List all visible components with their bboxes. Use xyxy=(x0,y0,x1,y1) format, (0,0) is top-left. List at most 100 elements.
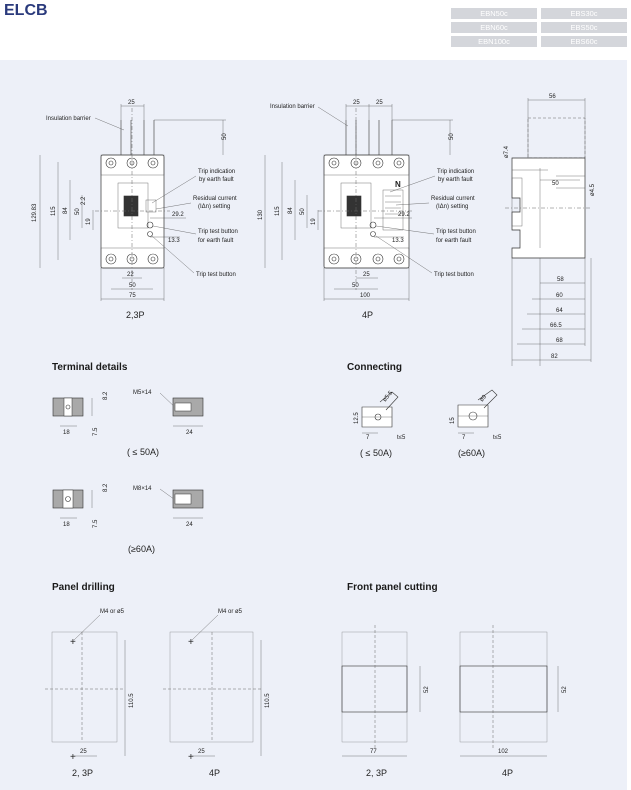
front-view-4p-dimensions: 25 25 50 130 115 84 50 19 29.2 13.3 25 5… xyxy=(258,100,455,301)
svg-text:102: 102 xyxy=(498,749,509,755)
svg-text:50: 50 xyxy=(352,283,359,289)
svg-text:29.2: 29.2 xyxy=(398,212,410,218)
svg-text:52: 52 xyxy=(424,686,430,693)
svg-text:ø9: ø9 xyxy=(479,394,489,404)
front-view-4p-callouts: Insulation barrier Trip indication by ea… xyxy=(270,104,476,278)
svg-text:75: 75 xyxy=(129,293,136,299)
svg-text:50: 50 xyxy=(75,208,81,215)
svg-text:by earth fault: by earth fault xyxy=(199,177,234,183)
svg-text:68: 68 xyxy=(556,338,563,344)
caption-4p: 4P xyxy=(362,310,373,320)
svg-text:M5×14: M5×14 xyxy=(133,390,152,396)
svg-text:Residual current: Residual current xyxy=(193,196,237,202)
svg-text:60: 60 xyxy=(556,293,563,299)
front-panel-cutting-4p: 52 102 4P xyxy=(459,625,568,778)
svg-text:ø7.4: ø7.4 xyxy=(504,145,510,158)
terminal-large: 8.2 18 7.5 M8×14 24 (≥60A) xyxy=(52,483,204,554)
svg-text:130: 130 xyxy=(258,209,264,220)
model-tag: EBS50c xyxy=(541,22,627,33)
model-tag: EBN100c xyxy=(451,36,537,47)
svg-text:25: 25 xyxy=(376,100,383,106)
svg-text:7: 7 xyxy=(366,435,370,441)
front-view-2-3p-callouts: Insulation barrier Trip indication by ea… xyxy=(46,116,238,278)
svg-text:84: 84 xyxy=(288,207,294,214)
terminal-small: 8.2 18 7.5 M5×14 24 ( ≤ 50A) xyxy=(52,390,204,457)
svg-text:Trip indication: Trip indication xyxy=(198,169,235,175)
svg-text:M8×14: M8×14 xyxy=(133,486,152,492)
svg-text:25: 25 xyxy=(353,100,360,106)
svg-text:ø4.5: ø4.5 xyxy=(590,183,596,196)
svg-text:25: 25 xyxy=(363,272,370,278)
front-panel-cutting-heading: Front panel cutting xyxy=(347,582,438,593)
svg-text:18: 18 xyxy=(63,430,70,436)
svg-text:Insulation barrier: Insulation barrier xyxy=(270,104,315,110)
svg-text:(IΔn) setting: (IΔn) setting xyxy=(198,204,230,210)
svg-text:+: + xyxy=(70,752,76,763)
front-view-2-3p-dimensions: 25 50 129.83 115 84 50 19 2.2 29.2 13.3 … xyxy=(32,100,228,301)
panel-drilling-heading: Panel drilling xyxy=(52,582,115,593)
svg-text:7.5: 7.5 xyxy=(93,427,99,436)
svg-text:18: 18 xyxy=(63,522,70,528)
svg-text:for earth fault: for earth fault xyxy=(198,238,234,244)
svg-text:13.3: 13.3 xyxy=(392,238,404,244)
svg-text:22: 22 xyxy=(127,272,134,278)
svg-text:(IΔn) setting: (IΔn) setting xyxy=(436,204,468,210)
svg-text:77: 77 xyxy=(370,749,377,755)
svg-text:+: + xyxy=(70,637,76,648)
svg-text:ø5.5: ø5.5 xyxy=(382,390,395,404)
model-list: EBN50c EBS30c EBN60c EBS50c EBN100c EBS6… xyxy=(451,8,627,47)
svg-text:15: 15 xyxy=(450,417,456,424)
svg-text:50: 50 xyxy=(222,133,228,140)
svg-text:29.2: 29.2 xyxy=(172,212,184,218)
svg-text:t≤5: t≤5 xyxy=(493,435,502,441)
svg-text:Trip test button: Trip test button xyxy=(436,229,476,235)
svg-text:t≤5: t≤5 xyxy=(397,435,406,441)
svg-text:129.83: 129.83 xyxy=(32,203,38,222)
svg-text:Trip test button: Trip test button xyxy=(196,272,236,278)
svg-text:13.3: 13.3 xyxy=(168,238,180,244)
model-tag: EBS30c xyxy=(541,8,627,19)
svg-text:24: 24 xyxy=(186,430,193,436)
svg-text:Trip test button: Trip test button xyxy=(198,229,238,235)
svg-text:110.5: 110.5 xyxy=(129,693,135,708)
caption-2-3p: 2,3P xyxy=(126,310,145,320)
svg-text:+: + xyxy=(188,752,194,763)
svg-text:50: 50 xyxy=(552,181,559,187)
svg-text:50: 50 xyxy=(129,283,136,289)
svg-text:19: 19 xyxy=(86,218,92,225)
connecting-large: 15 ø9 7 t≤5 (≥60A) xyxy=(450,389,502,458)
svg-text:115: 115 xyxy=(51,206,57,216)
panel-drilling-4p: + + M4 or ø5 110.5 25 4P xyxy=(163,609,271,778)
svg-text:( ≤ 50A): ( ≤ 50A) xyxy=(360,448,392,458)
svg-text:(≥60A): (≥60A) xyxy=(128,544,155,554)
svg-text:100: 100 xyxy=(360,293,371,299)
svg-text:110.5: 110.5 xyxy=(265,693,271,708)
terminal-details-heading: Terminal details xyxy=(52,362,128,373)
svg-text:52: 52 xyxy=(562,686,568,693)
svg-text:Trip indication: Trip indication xyxy=(437,169,474,175)
svg-text:by earth fault: by earth fault xyxy=(438,177,473,183)
svg-text:12.5: 12.5 xyxy=(354,412,360,424)
svg-text:25: 25 xyxy=(128,100,135,106)
svg-text:84: 84 xyxy=(63,207,69,214)
svg-text:2, 3P: 2, 3P xyxy=(72,768,93,778)
svg-text:2, 3P: 2, 3P xyxy=(366,768,387,778)
model-tag: EBN50c xyxy=(451,8,537,19)
svg-text:M4 or ø5: M4 or ø5 xyxy=(100,609,125,615)
svg-text:8.2: 8.2 xyxy=(103,391,109,400)
svg-text:82: 82 xyxy=(551,354,558,360)
svg-text:19: 19 xyxy=(311,218,317,225)
svg-text:+: + xyxy=(188,637,194,648)
svg-text:58: 58 xyxy=(557,277,564,283)
svg-text:50: 50 xyxy=(449,133,455,140)
svg-text:(≥60A): (≥60A) xyxy=(458,448,485,458)
svg-text:2.2: 2.2 xyxy=(81,196,87,205)
svg-text:24: 24 xyxy=(186,522,193,528)
svg-text:4P: 4P xyxy=(502,768,513,778)
svg-text:( ≤ 50A): ( ≤ 50A) xyxy=(127,447,159,457)
svg-text:115: 115 xyxy=(275,206,281,216)
page-title: ELCB xyxy=(4,2,48,19)
svg-text:7.5: 7.5 xyxy=(93,519,99,528)
svg-text:7: 7 xyxy=(462,435,466,441)
